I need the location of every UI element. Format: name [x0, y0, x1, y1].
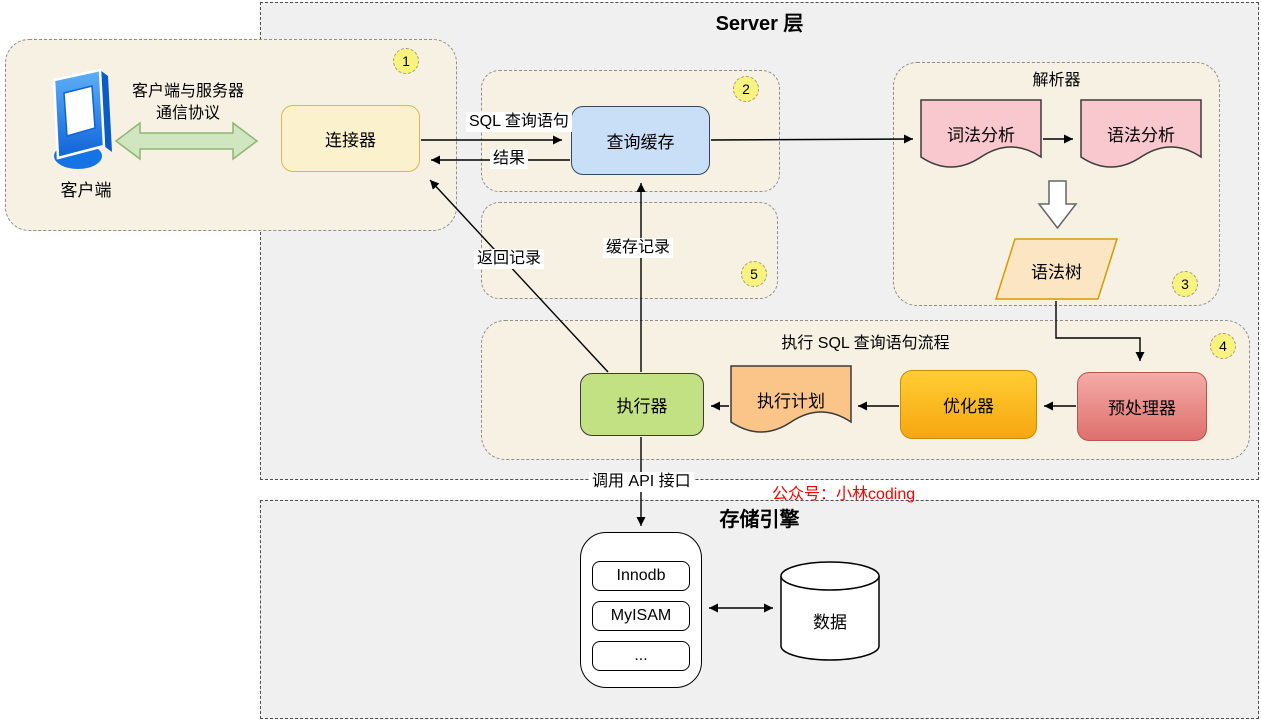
- query-cache-label: 查询缓存: [606, 133, 675, 152]
- edge-tree-to-preprocessor: [1055, 301, 1145, 361]
- connector-node: 连接器: [281, 105, 420, 172]
- parser-panel-title: 解析器: [1032, 72, 1081, 89]
- client-connector-double-arrow-icon: [114, 121, 259, 161]
- edge-label-sql-query: SQL 查询语句: [466, 112, 572, 132]
- client-label: 客户端: [60, 181, 112, 200]
- connector-label: 连接器: [325, 131, 376, 150]
- edge-label-call-api: 调用 API 接口: [589, 472, 694, 492]
- server-layer-title: Server 层: [715, 13, 804, 35]
- edge-executor-to-connector: [429, 179, 609, 373]
- edge-label-return-record: 返回记录: [474, 249, 545, 269]
- executor-label: 执行器: [616, 397, 668, 416]
- protocol-label-line1: 客户端与服务器: [131, 83, 244, 100]
- edge-cache-to-lexical: [710, 134, 914, 144]
- syntax-tree-node: 语法树: [994, 238, 1119, 300]
- edge-label-result: 结果: [490, 149, 529, 169]
- data-cylinder-label: 数据: [813, 613, 847, 632]
- watermark-text: 公众号：小林coding: [772, 486, 916, 503]
- storage-layer-title: 存储引擎: [719, 509, 800, 531]
- storage-engines-container: Innodb MyISAM ...: [580, 532, 702, 688]
- syntax-analysis-label: 语法分析: [1107, 126, 1175, 145]
- lexical-analysis-label: 词法分析: [947, 126, 1015, 145]
- badge-step-3: 3: [1172, 271, 1198, 297]
- engine-item-myisam: MyISAM: [592, 601, 690, 631]
- badge-step-5: 5: [741, 261, 767, 287]
- executor-node: 执行器: [580, 373, 704, 436]
- syntax-tree-label: 语法树: [1031, 263, 1082, 282]
- data-cylinder: 数据: [780, 560, 880, 662]
- protocol-label: 客户端与服务器 通信协议: [118, 81, 258, 125]
- optimizer-label: 优化器: [943, 397, 994, 416]
- lexical-analysis-node: 词法分析: [920, 99, 1042, 178]
- engine-other-label: ...: [634, 647, 648, 664]
- preprocessor-label: 预处理器: [1108, 399, 1176, 418]
- parser-down-block-arrow-icon: [1037, 180, 1078, 230]
- execution-plan-node: 执行计划: [730, 365, 852, 443]
- engine-myisam-label: MyISAM: [610, 607, 672, 624]
- engine-item-innodb: Innodb: [592, 561, 690, 591]
- query-cache-node: 查询缓存: [571, 106, 710, 175]
- badge-step-2: 2: [733, 76, 759, 102]
- badge-step-1: 1: [393, 48, 419, 74]
- syntax-analysis-node: 语法分析: [1080, 99, 1202, 178]
- edge-label-cache-record: 缓存记录: [603, 238, 674, 258]
- engine-item-other: ...: [592, 641, 690, 671]
- protocol-label-line2: 通信协议: [155, 105, 220, 122]
- engine-innodb-label: Innodb: [616, 567, 666, 584]
- client-monitor-icon: [52, 68, 112, 169]
- optimizer-node: 优化器: [900, 370, 1037, 439]
- exec-flow-panel-title: 执行 SQL 查询语句流程: [781, 335, 950, 352]
- execution-plan-label: 执行计划: [757, 392, 825, 411]
- preprocessor-node: 预处理器: [1077, 372, 1207, 441]
- badge-step-4: 4: [1210, 333, 1236, 359]
